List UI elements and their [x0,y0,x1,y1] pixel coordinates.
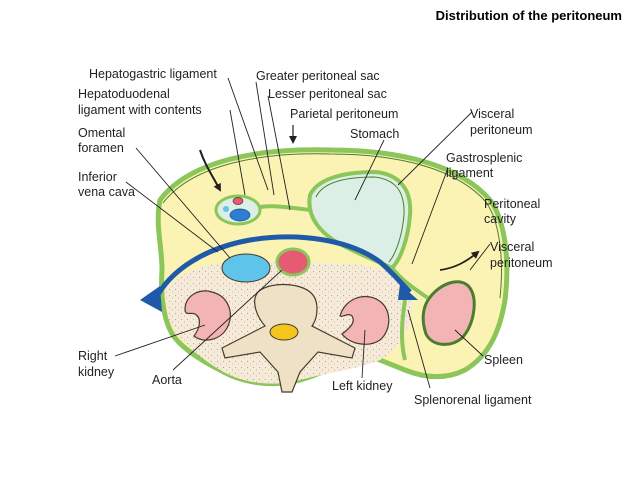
spleen [421,280,476,346]
hepatic-artery [223,206,229,212]
label-hepatoduodenal-2: ligament with contents [78,103,202,117]
label-splenorenal-ligament: Splenorenal ligament [414,393,532,407]
label-omental-1: Omental [78,126,125,140]
lesser-sac-pathway-arrow [152,234,412,302]
greater-sac-arrow [439,250,480,271]
label-stomach: Stomach [350,127,399,141]
slide-title: Distribution of the peritoneum [435,8,622,23]
label-gastrosplenic-2: ligament [446,166,494,180]
label-peritoneal-cavity-2: cavity [484,212,517,226]
label-peritoneal-cavity-1: Peritoneal [484,197,540,211]
gastrosplenic-ligament-shape [390,266,430,300]
label-greater-peritoneal-sac: Greater peritoneal sac [256,69,380,83]
label-visceral-top-1: Visceral [470,107,514,121]
inferior-vena-cava [221,253,271,283]
parietal-peritoneum-line [162,153,502,299]
spinal-canal [269,323,299,341]
label-aorta: Aorta [152,373,182,387]
label-parietal-peritoneum: Parietal peritoneum [290,107,398,121]
splenorenal-ligament-shape [400,299,407,361]
lesser-sac-arrow-tail [140,286,162,312]
label-lesser-peritoneal-sac: Lesser peritoneal sac [268,87,387,101]
omental-foramen-arrow [199,149,221,192]
label-omental-2: foramen [78,141,124,155]
left-kidney [339,295,390,345]
label-gastrosplenic-1: Gastrosplenic [446,151,522,165]
label-hepatogastric-ligament: Hepatogastric ligament [89,67,217,81]
aorta [275,247,311,277]
label-visceral-top-2: peritoneum [470,123,533,137]
label-visceral-right-1: Visceral [490,240,534,254]
label-spleen: Spleen [484,353,523,367]
lesser-sac-arrow-head [398,284,418,300]
label-right-kidney-2: kidney [78,365,115,379]
label-left-kidney: Left kidney [332,379,393,393]
label-ivc-2: vena cava [78,185,135,199]
label-right-kidney-1: Right [78,349,108,363]
portal-vein [229,208,251,222]
label-visceral-right-2: peritoneum [490,256,553,270]
label-ivc-1: Inferior [78,170,117,184]
bile-duct [232,197,244,205]
stomach-inner-line [315,176,405,263]
label-hepatoduodenal-1: Hepatoduodenal [78,87,170,101]
